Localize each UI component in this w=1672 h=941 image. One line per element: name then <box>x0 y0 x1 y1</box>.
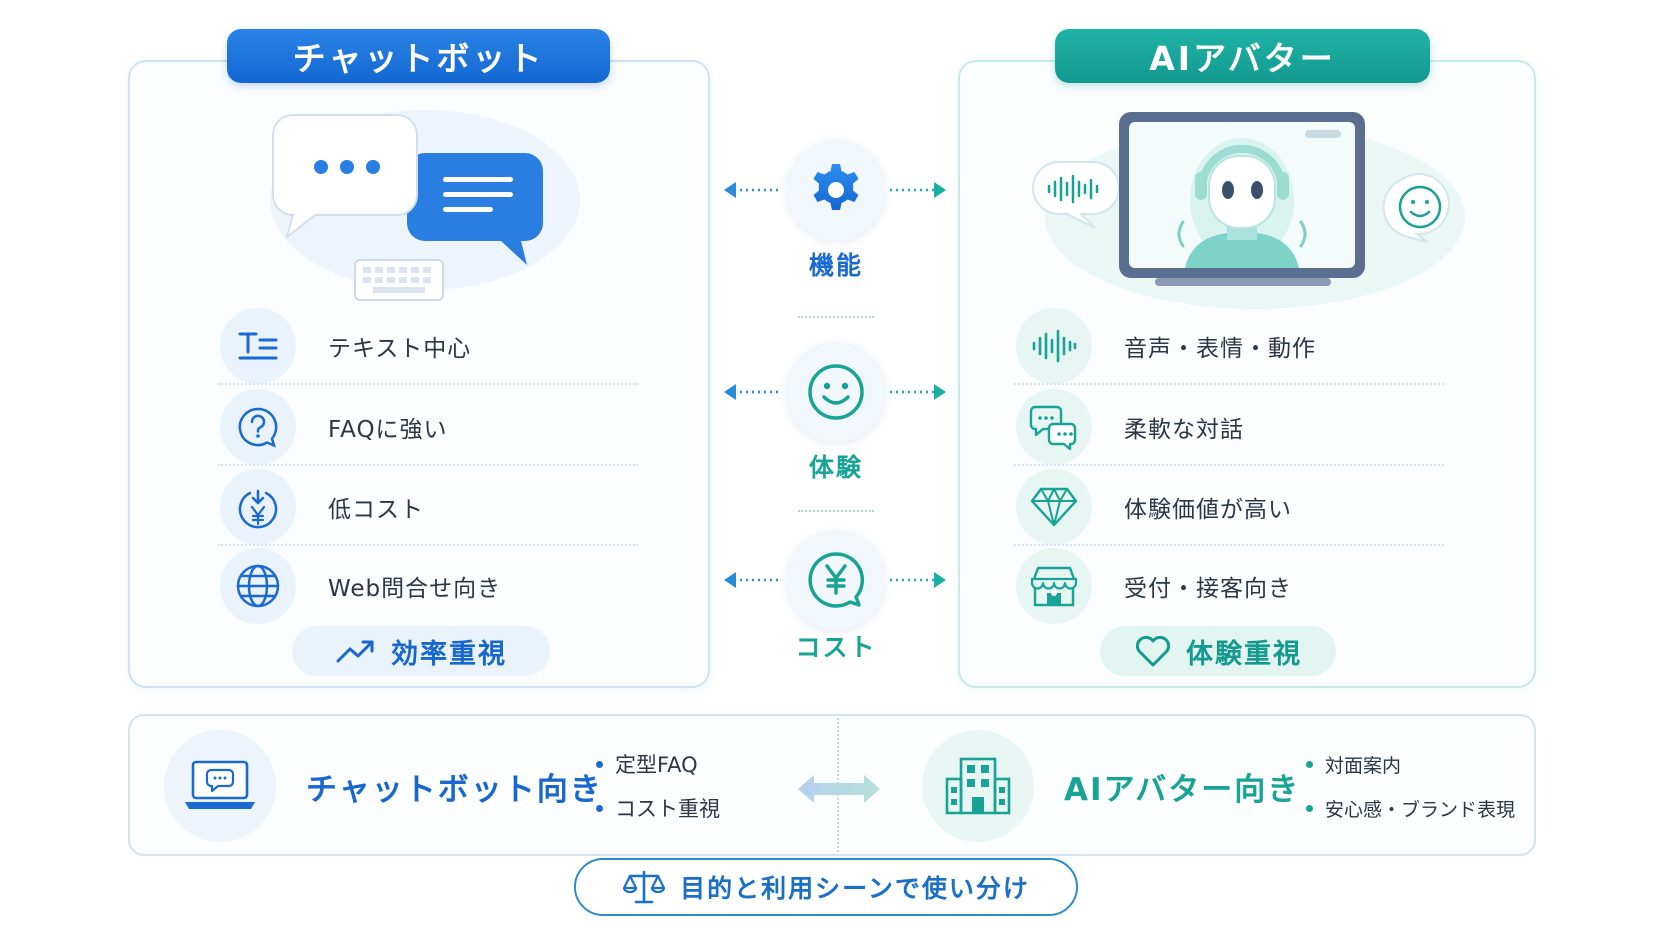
dotted-separator <box>798 510 874 512</box>
feature-label: 体験価値が高い <box>1124 497 1292 523</box>
axis-experience-label: 体験 <box>808 453 863 482</box>
list-item: 対面案内 <box>1306 742 1515 786</box>
avatar-monitor-icon <box>1032 112 1465 309</box>
avatar-emphasis-pill: 体験重視 <box>1100 626 1336 676</box>
feature-label: 柔軟な対話 <box>1124 417 1244 443</box>
scale-icon <box>623 870 666 904</box>
axis-cost-label: コスト <box>795 633 877 662</box>
feature-label: Web問合せ向き <box>328 576 502 602</box>
usage-note-label: 目的と利用シーンで使い分け <box>680 874 1030 903</box>
double-arrow-icon <box>798 775 880 803</box>
avatar-feature-dialog: 柔軟な対話 <box>1016 389 1244 465</box>
chatbot-feature-text: テキスト中心 <box>220 308 471 384</box>
list-item: 定型FAQ <box>596 742 720 786</box>
feature-label: 音声・表情・動作 <box>1124 336 1316 362</box>
smile-icon <box>808 364 864 420</box>
avatar-feature-voice: 音声・表情・動作 <box>1016 308 1316 384</box>
divider <box>1014 464 1444 466</box>
gear-icon <box>813 164 859 210</box>
list-item: コスト重視 <box>596 786 720 830</box>
chatbot-illustration <box>255 105 585 305</box>
store-icon <box>1016 548 1092 624</box>
avatar-usage-list: 対面案内 安心感・ブランド表現 <box>1306 742 1515 830</box>
list-item: 安心感・ブランド表現 <box>1306 786 1515 830</box>
chat-bubbles-icon <box>270 110 580 301</box>
chatbot-usage-list: 定型FAQ コスト重視 <box>596 742 720 830</box>
chatbot-feature-faq: FAQに強い <box>220 389 448 465</box>
function-circle <box>786 140 886 240</box>
comparison-arrows <box>724 182 946 588</box>
avatar-usage-title: AIアバター向き <box>1064 772 1301 808</box>
voice-wave-icon <box>1016 308 1092 384</box>
laptop-circle <box>164 730 276 842</box>
feature-label: テキスト中心 <box>328 336 472 362</box>
chatbot-feature-cost: 低コスト <box>220 469 424 545</box>
dialog-bubbles-icon <box>1016 389 1092 465</box>
avatar-emphasis-label: 体験重視 <box>1186 638 1302 670</box>
divider <box>218 464 638 466</box>
feature-label: 受付・接客向き <box>1124 576 1292 602</box>
yen-down-icon <box>220 469 296 545</box>
diamond-icon <box>1016 469 1092 545</box>
yen-bubble-icon <box>808 552 865 608</box>
experience-circle <box>786 342 886 442</box>
feature-label: 低コスト <box>328 497 424 523</box>
divider <box>218 544 638 546</box>
divider <box>1014 383 1444 385</box>
chatbot-emphasis-label: 効率重視 <box>391 638 507 670</box>
usage-note-pill: 目的と利用シーンで使い分け <box>574 858 1078 916</box>
chatbot-feature-web: Web問合せ向き <box>220 548 501 624</box>
cost-circle <box>786 530 886 630</box>
chatbot-emphasis-pill: 効率重視 <box>292 626 550 676</box>
trend-up-icon <box>336 640 374 663</box>
avatar-feature-reception: 受付・接客向き <box>1016 548 1292 624</box>
axis-function-label: 機能 <box>808 251 863 280</box>
text-format-icon <box>220 308 296 384</box>
laptop-chat-icon <box>185 760 255 809</box>
globe-icon <box>220 548 296 624</box>
question-bubble-icon <box>220 389 296 465</box>
heart-icon <box>1135 635 1171 667</box>
chatbot-usage-title: チャットボット向き <box>306 772 603 808</box>
divider <box>1014 544 1444 546</box>
dotted-separator <box>798 316 874 318</box>
building-circle <box>922 730 1034 842</box>
building-icon <box>945 757 1011 815</box>
feature-label: FAQに強い <box>328 417 448 443</box>
chatbot-title: チャットボット <box>227 29 610 83</box>
avatar-feature-value: 体験価値が高い <box>1016 469 1292 545</box>
avatar-illustration <box>1015 112 1475 312</box>
avatar-title: AIアバター <box>1055 29 1430 83</box>
divider <box>218 383 638 385</box>
